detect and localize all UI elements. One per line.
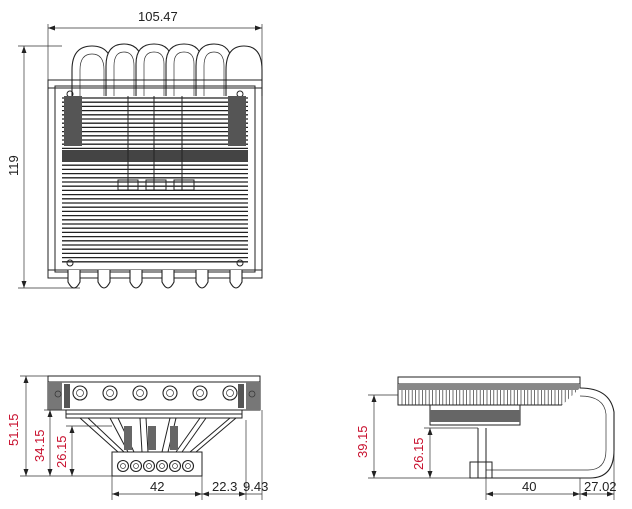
side-total-height-label: 39.15 [355, 425, 370, 458]
fin-stack-frame [47, 79, 263, 279]
top-width-label: 105.47 [138, 9, 178, 24]
side-fin-block [397, 376, 581, 406]
front-total-height-label: 51.15 [6, 413, 21, 446]
side-heatpipe [477, 387, 615, 479]
heatpipe-ends-bottom [67, 270, 243, 289]
front-heatpipes [79, 417, 237, 453]
side-base [469, 461, 493, 479]
front-height-2-label: 34.15 [32, 429, 47, 462]
side-width-dimensions [485, 450, 615, 500]
front-view: 51.15 34.15 26.15 42 22.3 9.43 [6, 375, 268, 500]
side-base-width-label: 40 [522, 479, 536, 494]
side-offset-label: 27.02 [584, 479, 617, 494]
top-height-dimension [18, 45, 80, 289]
top-height-label: 119 [6, 155, 21, 176]
side-height-dimensions [368, 394, 478, 479]
side-view: 39.15 26.15 40 27.02 [355, 376, 617, 500]
center-block [62, 96, 248, 162]
top-view: 105.47 119 [6, 9, 263, 289]
front-mount-plate [65, 409, 243, 419]
front-pipe-circles [54, 385, 256, 401]
side-height-2-label: 26.15 [411, 437, 426, 470]
front-offset-1-label: 22.3 [212, 479, 237, 494]
front-height-3-label: 26.15 [54, 435, 69, 468]
front-base-width-label: 42 [150, 479, 164, 494]
side-lower-block [429, 404, 521, 426]
front-offset-2-label: 9.43 [243, 479, 268, 494]
side-fins [401, 390, 576, 405]
front-height-dimensions [20, 375, 112, 477]
heatpipe-verticals [117, 96, 195, 191]
front-fin-block [47, 375, 261, 411]
heatpipe-loops-top [71, 43, 263, 96]
front-width-dimensions [111, 410, 263, 500]
front-base-block [111, 451, 203, 477]
